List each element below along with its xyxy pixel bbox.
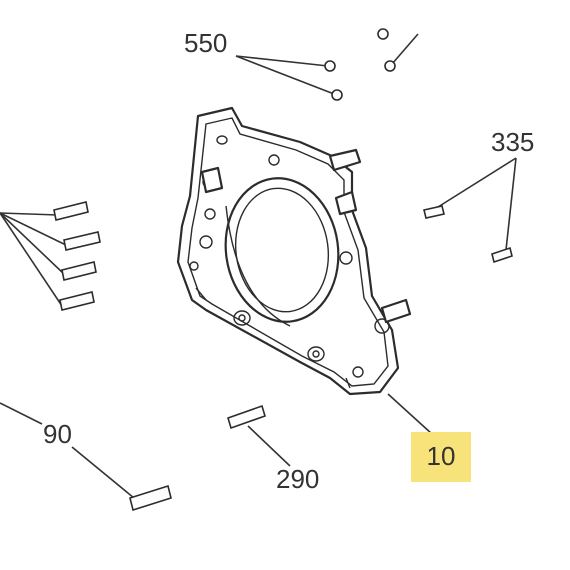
bolt-left-group (53, 201, 101, 311)
nut-550-b (331, 89, 343, 101)
bolt-335-group (423, 205, 513, 264)
bolt-335-a (423, 205, 445, 219)
bolt-left-4 (59, 291, 95, 311)
bolt-550-group (324, 28, 396, 101)
bolt-left-3 (61, 261, 97, 281)
callout-290: 290 (276, 464, 320, 494)
leader-lines (0, 33, 517, 499)
nut-550-a (324, 60, 336, 72)
bolt-90 (129, 484, 172, 512)
callout-550: 550 (184, 28, 228, 58)
bolt-left-2 (63, 231, 101, 251)
callout-335: 335 (491, 127, 535, 157)
bolt-335-b (491, 246, 513, 264)
bolt-290 (227, 404, 266, 430)
nut-top-b (384, 60, 396, 72)
bolt-left-1 (53, 201, 89, 221)
callout-10-highlighted: 10 (411, 432, 471, 482)
housing-plate (176, 106, 412, 396)
nut-top-a (377, 28, 389, 40)
callout-90: 90 (43, 419, 72, 449)
